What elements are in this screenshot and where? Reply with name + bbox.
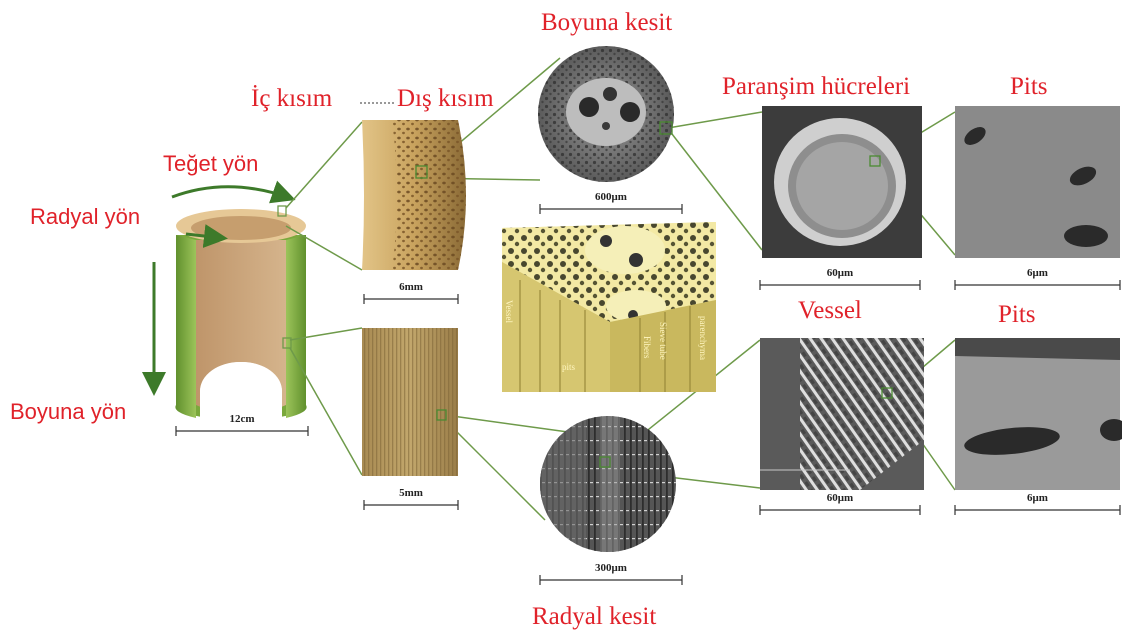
scale-cross-section: 600μm	[540, 191, 682, 203]
center-label-sieve-tube: Sieve tube	[658, 322, 668, 360]
radial-section-sem-image	[540, 416, 676, 552]
label-vessel: Vessel	[798, 298, 862, 323]
scale-culm: 12cm	[176, 413, 308, 425]
scale-pits-top: 6μm	[955, 267, 1120, 279]
scale-vessel: 60μm	[760, 492, 920, 504]
center-label-pits: pits	[562, 362, 575, 372]
longitudinal-strip-image	[362, 328, 458, 476]
label-dis-kisim: Dış kısım	[397, 86, 494, 111]
label-pits-top: Pits	[1010, 74, 1048, 99]
scale-outer-strip: 6mm	[364, 281, 458, 293]
scale-radial-section: 300μm	[540, 562, 682, 574]
scale-pits-bottom: 6μm	[955, 492, 1120, 504]
parenchyma-sem-image	[762, 106, 922, 258]
label-boyuna-kesit: Boyuna kesit	[541, 10, 672, 35]
label-pits-bottom: Pits	[998, 302, 1036, 327]
label-ic-kisim: İç kısım	[251, 86, 332, 111]
cross-section-sem-image	[538, 46, 674, 182]
scale-parenchyma: 60μm	[760, 267, 920, 279]
label-teget-yon: Teğet yön	[163, 153, 258, 175]
label-radyal-yon: Radyal yön	[30, 206, 140, 228]
center-label-vessel: Vessel	[504, 300, 514, 323]
bamboo-culm-illustration	[154, 187, 307, 420]
center-3d-structure-image	[502, 222, 716, 392]
label-paransim-hucreleri: Paranşim hücreleri	[722, 74, 910, 99]
outer-strip-image	[360, 103, 466, 270]
center-label-fibers: Fibers	[642, 336, 652, 359]
label-boyuna-yon: Boyuna yön	[10, 401, 126, 423]
vessel-sem-image	[760, 338, 924, 490]
scale-longitudinal-strip: 5mm	[364, 487, 458, 499]
pits-sem-image-bottom	[955, 338, 1122, 490]
pits-sem-image-top	[955, 106, 1120, 258]
center-label-parenchyma: parenchyma	[698, 316, 708, 360]
label-radyal-kesit: Radyal kesit	[532, 604, 656, 629]
